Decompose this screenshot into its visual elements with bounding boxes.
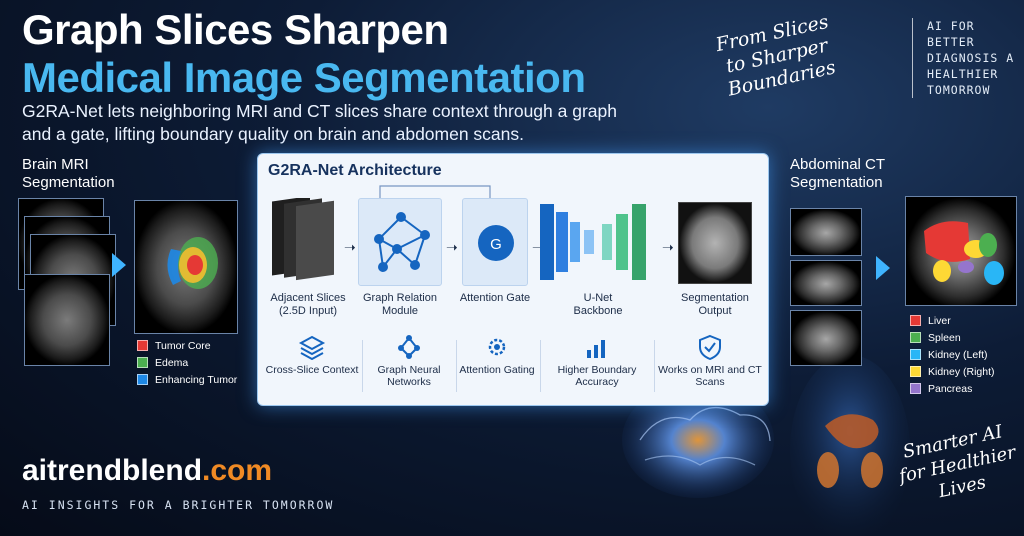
legend-swatch [137,340,148,351]
attention-gate-box: G [462,198,528,286]
mri-segmentation-image [134,200,238,334]
organ-overlay [924,221,1004,285]
brand-logo[interactable]: aitrendblend.com [22,454,272,488]
feature-label: Higher Boundary Accuracy [557,364,637,388]
legend-swatch [910,332,921,343]
legend-label: Spleen [928,331,961,344]
legend-swatch [910,383,921,394]
stage-label: Segmentation Output [681,292,749,317]
unet-backbone-icon [540,204,646,280]
brand-tagline: AI INSIGHTS FOR A BRIGHTER TOMORROW [22,498,335,512]
graph-icon [374,212,430,272]
legend-label: Enhancing Tumor [155,373,238,386]
ct-slice-image [790,260,862,306]
feature-mri-ct: Works on MRI and CT Scans [656,334,764,396]
layers-icon [298,335,326,360]
gate-icon: G [478,225,514,261]
legend-label: Kidney (Left) [928,348,988,361]
stage-label: U-Net Backbone [573,292,623,317]
stage-label: Graph Relation Module [363,292,437,317]
gear-icon [488,338,506,356]
legend-label: Tumor Core [155,339,211,352]
legend-swatch [910,366,921,377]
graph-module-box [358,198,442,286]
ct-slice-image [790,310,862,366]
legend-label: Edema [155,356,189,369]
subtitle: G2RA-Net lets neighboring MRI and CT sli… [22,101,617,144]
bar-chart-icon [587,340,605,358]
flow-arrow-icon: ➝ [344,239,356,255]
segmentation-output-image [678,202,752,284]
mri-legend: Tumor Core Edema Enhancing Tumor [137,337,237,388]
feature-cross-slice: Cross-Slice Context [264,334,360,396]
legend-item: Edema [137,354,237,371]
shield-check-icon [699,334,721,360]
divider [654,340,655,392]
feature-label: Cross-Slice Context [265,364,359,376]
mri-section-title: Brain MRI Segmentation [22,156,115,191]
legend-swatch [910,315,921,326]
slices-note: From Slices to Sharper Boundaries [713,10,838,101]
legend-swatch [137,374,148,385]
title-line-1: Graph Slices Sharpen [22,6,449,53]
tumor-overlay [167,237,218,289]
stage-label: Adjacent Slices (2.5D Input) [270,292,346,317]
skip-connection-line [379,185,491,198]
adjacent-slices-icon [272,198,334,281]
title-line-2: Medical Image Segmentation [22,54,586,101]
legend-swatch [137,357,148,368]
ct-section-title: Abdominal CT Segmentation [790,156,885,191]
flow-arrow-icon: ➝ [532,239,544,255]
legend-item: Kidney (Right) [910,363,995,380]
legend-label: Pancreas [928,382,973,395]
ai-better-note: AI FOR BETTER DIAGNOSIS A HEALTHIER TOMO… [912,18,1022,98]
divider [362,340,363,392]
architecture-panel: G2RA-Net Architecture ➝ ➝ G [257,153,769,406]
graph-icon [398,335,420,359]
ct-legend: Liver Spleen Kidney (Left) Kidney (Right… [910,312,995,397]
ct-segmentation-image [905,196,1017,306]
feature-boundary-accuracy: Higher Boundary Accuracy [542,334,652,396]
anatomy-illustration [622,355,910,536]
legend-label: Liver [928,314,951,327]
legend-item: Tumor Core [137,337,237,354]
legend-item: Enhancing Tumor [137,371,237,388]
mri-slice-image [24,274,110,366]
divider [540,340,541,392]
flow-arrow-icon: ➝ [662,239,674,255]
feature-label: Graph Neural Networks [377,364,441,388]
legend-label: Kidney (Right) [928,365,995,378]
brand-name: aitrendblend.com [22,454,273,487]
legend-item: Pancreas [910,380,995,397]
arrow-icon [876,256,890,280]
flow-arrow-icon: ➝ [446,239,458,255]
arrow-icon [112,253,126,277]
feature-graph-networks: Graph Neural Networks [364,334,454,396]
legend-item: Kidney (Left) [910,346,995,363]
ct-slice-image [790,208,862,256]
legend-swatch [910,349,921,360]
legend-item: Spleen [910,329,995,346]
divider [456,340,457,392]
feature-attention-gating: Attention Gating [458,334,536,396]
gate-letter: G [490,236,502,253]
feature-label: Attention Gating [459,364,535,376]
stage-label: Attention Gate [459,292,531,304]
feature-label: Works on MRI and CT Scans [658,364,762,388]
legend-item: Liver [910,312,995,329]
architecture-title: G2RA-Net Architecture [268,162,442,179]
